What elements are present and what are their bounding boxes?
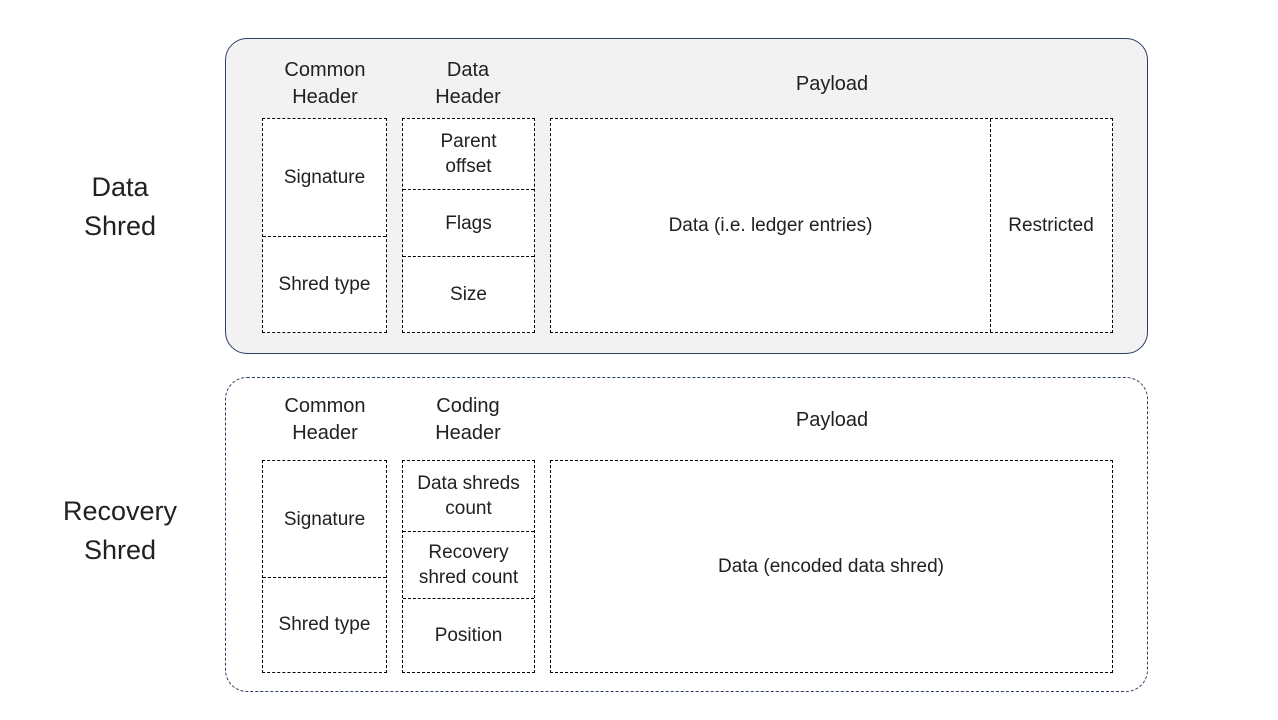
data-shred-data-header-caption: Data Header: [435, 59, 501, 108]
field-signature: Signature: [283, 167, 366, 188]
data-shred-row-label: Data Shred: [83, 172, 157, 241]
field-data-ledger-entries: Data (i.e. ledger entries): [668, 215, 873, 236]
recovery-shred-payload-group: Data (encoded data shred): [550, 460, 1113, 673]
data-shred-common-header-caption: Common Header: [284, 59, 366, 108]
field-position: Position: [403, 598, 534, 671]
recovery-shred-row-label: Recovery Shred: [62, 496, 178, 565]
data-shred-common-header-group: Signature Shred type: [262, 118, 387, 333]
field-shred-type: Shred type: [263, 236, 386, 332]
data-shred-data-header-group: Parent offset Flags Size: [402, 118, 535, 333]
recovery-shred-coding-header-caption: Coding Header: [435, 395, 501, 444]
field-size: Size: [403, 256, 534, 331]
recovery-shred-coding-header-group: Data shreds count Recovery shred count P…: [402, 460, 535, 673]
data-shred-payload-group: Data (i.e. ledger entries) Restricted: [550, 118, 1113, 333]
recovery-shred-common-header-caption: Common Header: [284, 395, 366, 444]
field-signature: Signature: [283, 508, 366, 530]
field-data-encoded-data-shred: Data (encoded data shred): [717, 556, 945, 577]
recovery-shred-common-header-group: Signature Shred type: [262, 460, 387, 673]
field-shred-type: Shred type: [263, 577, 386, 671]
data-shred-payload-caption: Payload: [795, 73, 869, 95]
field-parent-offset: Parent offset: [440, 131, 497, 177]
recovery-shred-payload-caption: Payload: [795, 409, 869, 431]
field-flags: Flags: [403, 189, 534, 256]
field-recovery-shred-count: Recovery shred count: [403, 531, 534, 598]
field-data-shreds-count: Data shreds count: [417, 473, 520, 519]
field-restricted: Restricted: [990, 119, 1111, 332]
